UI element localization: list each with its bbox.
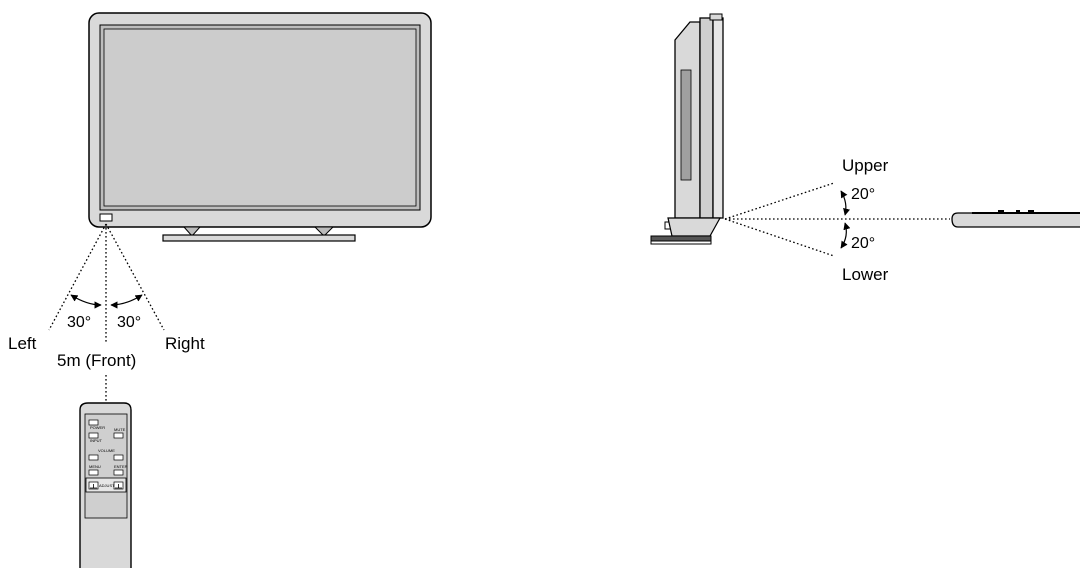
volume-up-button[interactable] [113,454,124,461]
side-vent [680,69,692,181]
remote-label-input: INPUT [90,438,103,443]
lower-angle-label: 20° [851,235,875,252]
left-limit-line [48,223,107,331]
enter-button[interactable] [113,469,124,476]
remote-label-adjust: ADJUST [99,483,115,488]
monitor-screen [103,28,417,207]
remote-sensor [99,213,113,222]
remote-label-enter: ENTER [114,464,128,469]
input-button[interactable] [88,432,99,439]
stand-foot-right [313,226,335,237]
remote-label-volume: VOLUME [98,448,115,453]
adjust-minus-icon [90,484,97,489]
remote-label-power: POWER [90,425,105,430]
upper-limit-line [724,182,835,220]
side-remote-body [951,212,1080,228]
right-limit-line [105,223,165,331]
lower-label: Lower [842,265,889,284]
front-distance-label: 5m (Front) [57,351,136,370]
side-remote-control [951,210,1080,228]
right-label: Right [165,334,205,353]
lower-angle-arc [840,222,851,249]
side-range-lines [724,182,950,257]
remote-label-mute: MUTE [114,427,126,432]
side-stand-foot [650,240,712,245]
upper-angle-arc [840,190,851,216]
front-monitor [88,12,432,242]
left-angle-arc [70,294,102,309]
left-label: Left [8,334,37,353]
stand-base [162,234,356,242]
remote-label-menu: MENU [89,464,101,469]
side-monitor [650,13,724,245]
stand-foot-left [182,226,202,237]
power-button[interactable] [88,419,99,426]
side-stand-base [650,235,712,242]
side-stand-neck [667,217,722,237]
front-range-lines [48,223,165,403]
side-bezel [712,17,724,219]
menu-button[interactable] [88,469,99,476]
remote-panel [84,413,128,519]
left-angle-label: 30° [67,314,91,331]
right-angle-arc [110,294,143,309]
lower-limit-line [724,218,835,257]
upper-angle-label: 20° [851,186,875,203]
mute-button[interactable] [113,432,124,439]
side-front-panel [699,17,714,219]
adjust-plus-icon [115,484,122,489]
remote-control: POWER INPUT MUTE VOLUME MENU ENTER ADJUS… [79,402,132,568]
side-top-cap [709,13,723,21]
volume-down-button[interactable] [88,454,99,461]
upper-label: Upper [842,156,889,175]
right-angle-label: 30° [117,314,141,331]
